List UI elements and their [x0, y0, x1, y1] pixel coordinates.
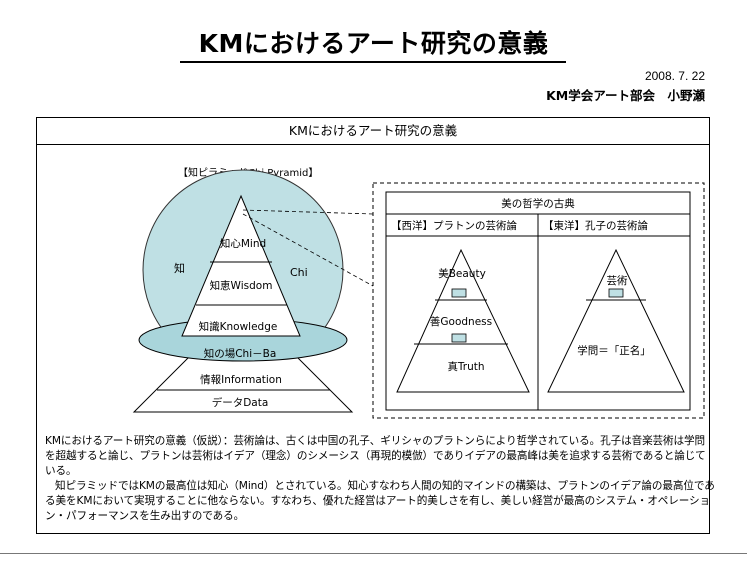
- plato-arrow-2: [451, 333, 467, 343]
- bottom-rule: [0, 553, 747, 554]
- confucius-triangle: [547, 248, 685, 393]
- plato-arrow-1: [451, 288, 467, 298]
- plato-goodness: 善Goodness: [430, 315, 492, 328]
- philosophy-outer-dashed: [372, 182, 705, 419]
- sphere-label-left: 知: [174, 261, 185, 275]
- level-information: 情報Information: [200, 373, 282, 386]
- plato-truth: 真Truth: [447, 360, 484, 373]
- plato-triangle: [396, 248, 530, 393]
- confucius-art: 芸術: [607, 274, 628, 287]
- body-paragraph-2: 知ピラミッドではKMの最高位は知心（Mind）とされている。知心すなわち人間の知…: [45, 480, 715, 522]
- plato-pyramid: 美Beauty 善Goodness 真Truth: [396, 248, 530, 393]
- level-wisdom: 知恵Wisdom: [210, 279, 273, 292]
- confucius-pyramid: 芸術 学問＝「正名」: [547, 248, 685, 393]
- date: 2008. 7. 22: [644, 69, 705, 83]
- east-heading: 【東洋】孔子の芸術論: [543, 219, 648, 232]
- philosophy-box: 美の哲学の古典 【西洋】プラトンの芸術論 【東洋】孔子の芸術論 美Beauty …: [372, 182, 705, 419]
- philosophy-title: 美の哲学の古典: [501, 197, 575, 210]
- content-frame: KMにおけるアート研究の意義: [36, 117, 710, 534]
- connector-line-top: [242, 209, 374, 215]
- title-underline: [180, 61, 566, 63]
- confucius-learning: 学問＝「正名」: [577, 344, 651, 357]
- upper-pyramid: [181, 194, 301, 337]
- sphere-label-right: Chi: [290, 266, 308, 279]
- confucius-arrow: [608, 288, 624, 298]
- west-heading: 【西洋】プラトンの芸術論: [391, 219, 517, 232]
- level-mind: 知心Mind: [220, 237, 266, 250]
- page-title: KMにおけるアート研究の意義: [198, 29, 549, 58]
- frame-header: KMにおけるアート研究の意義: [37, 118, 709, 145]
- level-data: データData: [212, 396, 269, 409]
- author: KM学会アート部会 小野瀬: [546, 88, 705, 103]
- level-knowledge: 知識Knowledge: [199, 320, 278, 333]
- body-paragraph-1: KMにおけるアート研究の意義（仮説）：芸術論は、古くは中国の孔子、ギリシャのプラ…: [45, 435, 706, 477]
- level-chi-ba: 知の場Chi－Ba: [204, 347, 277, 360]
- connector-line-bottom: [242, 213, 374, 287]
- chi-pyramid: 【知ピラミッドChi Pyramid】 知 Chi 知心Mind 知恵Wisdo…: [132, 166, 354, 413]
- body-text: KMにおけるアート研究の意義（仮説）：芸術論は、古くは中国の孔子、ギリシャのプラ…: [45, 434, 715, 524]
- plato-beauty: 美Beauty: [438, 267, 486, 280]
